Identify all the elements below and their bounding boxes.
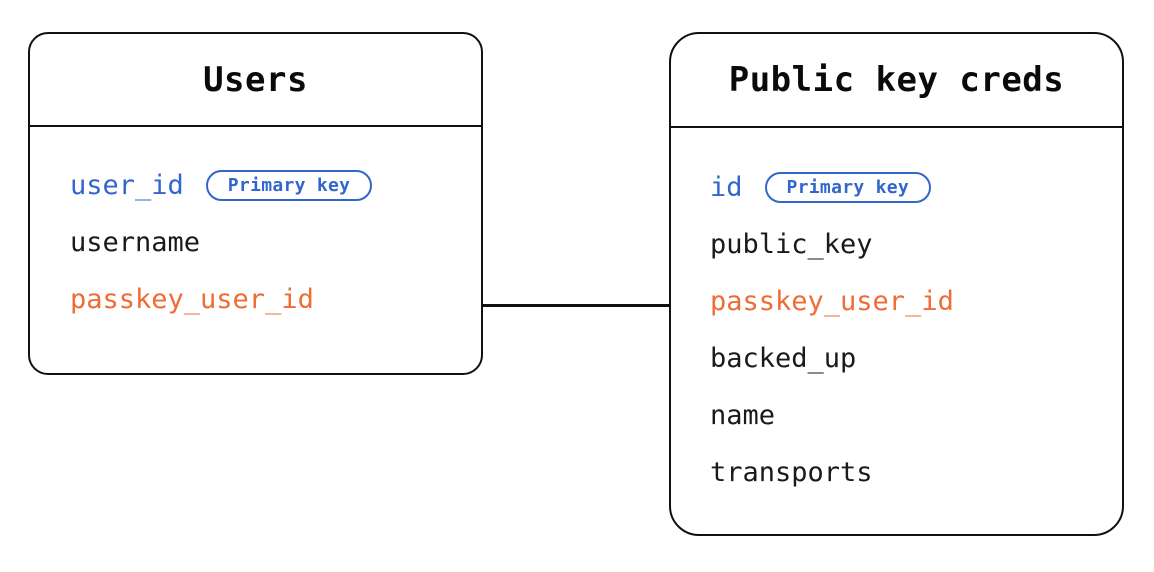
field-name-user-id: user_id (70, 170, 184, 201)
entity-public-key-creds-header: Public key creds (671, 34, 1122, 128)
field-name-passkey-user-id: passkey_user_id (710, 286, 954, 317)
field-row[interactable]: backed_up (710, 330, 1122, 387)
field-row[interactable]: transports (710, 444, 1122, 501)
field-row[interactable]: id Primary key (710, 159, 1122, 216)
entity-public-key-creds-title: Public key creds (728, 60, 1065, 100)
entity-users-header: Users (30, 34, 481, 127)
field-row[interactable]: passkey_user_id (70, 271, 481, 328)
relationship-connector-line[interactable] (481, 304, 671, 307)
field-name-name: name (710, 400, 776, 431)
field-name-public-key: public_key (710, 229, 873, 260)
field-name-passkey-user-id: passkey_user_id (70, 284, 314, 315)
entity-public-key-creds[interactable]: Public key creds id Primary key public_k… (669, 32, 1124, 536)
field-name-id: id (710, 172, 743, 203)
field-name-backed-up: backed_up (710, 343, 857, 374)
entity-users[interactable]: Users user_id Primary key username passk… (28, 32, 483, 375)
field-row[interactable]: passkey_user_id (710, 273, 1122, 330)
entity-public-key-creds-fields: id Primary key public_key passkey_user_i… (671, 128, 1122, 501)
field-row[interactable]: name (710, 387, 1122, 444)
field-name-username: username (70, 227, 201, 258)
field-row[interactable]: public_key (710, 216, 1122, 273)
entity-users-title: Users (203, 59, 308, 100)
primary-key-badge: Primary key (205, 170, 373, 201)
entity-users-fields: user_id Primary key username passkey_use… (30, 127, 481, 328)
field-name-transports: transports (710, 457, 873, 488)
primary-key-badge: Primary key (764, 172, 932, 203)
field-row[interactable]: username (70, 214, 481, 271)
field-row[interactable]: user_id Primary key (70, 157, 481, 214)
